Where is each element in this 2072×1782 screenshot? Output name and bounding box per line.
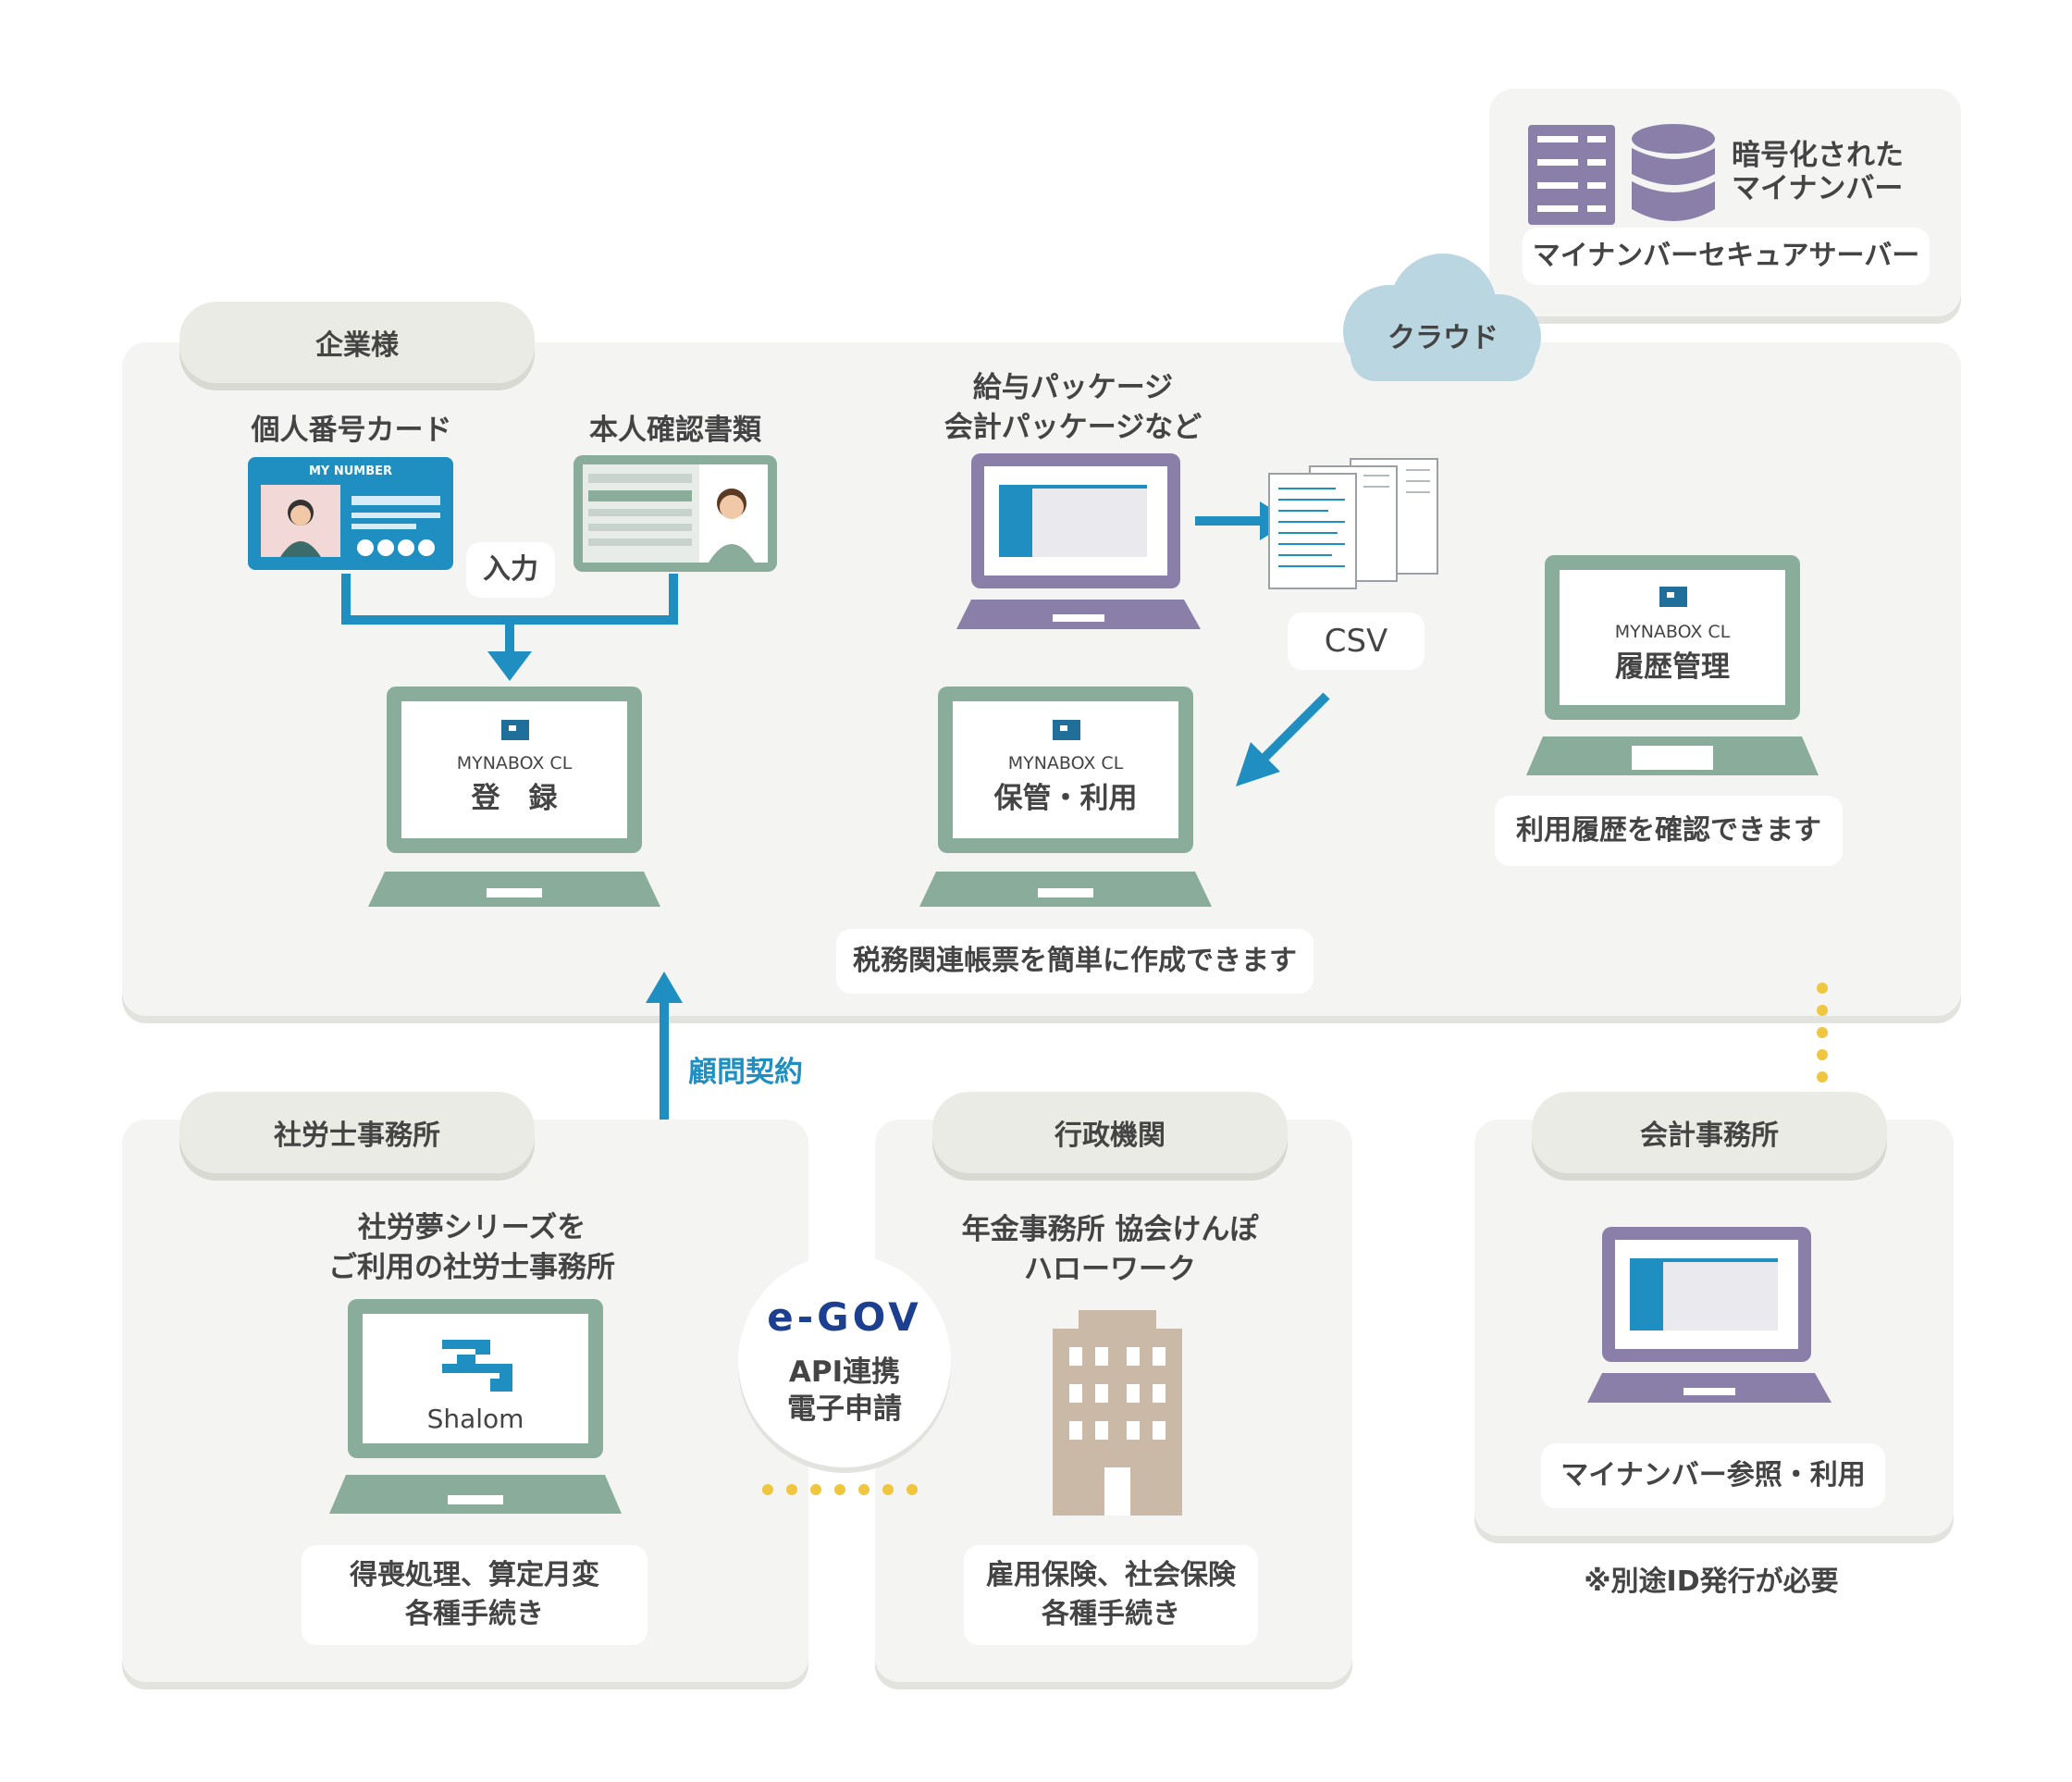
package-label-line2: 会計パッケージなど: [944, 411, 1202, 444]
package-laptop-icon: [956, 453, 1201, 629]
input-connector-arrow: [341, 574, 678, 681]
shalom-logo-text: Shalom: [426, 1404, 524, 1434]
encrypted-label-line1: 暗号化された: [1732, 139, 1904, 172]
encrypted-mynumber-label: 暗号化された マイナンバー: [1732, 139, 1917, 205]
package-label-line1: 給与パッケージ: [972, 371, 1174, 404]
accounting-laptop-icon: [1587, 1227, 1832, 1403]
sharoushi-desc: 社労夢シリーズを ご利用の社労士事務所: [268, 1208, 675, 1288]
history-title: 履歴管理: [1615, 650, 1730, 684]
input-label: 入力: [466, 542, 555, 598]
csv-label: CSV: [1288, 613, 1424, 670]
register-brand: MYNABOX CL: [456, 753, 573, 773]
id-docs-icon: [574, 455, 777, 572]
package-label: 給与パッケージ 会計パッケージなど: [925, 368, 1221, 448]
card-text: MY NUMBER: [309, 464, 392, 478]
cloud-icon: [1343, 254, 1541, 381]
mynumber-card-icon: MY NUMBER: [248, 457, 453, 570]
history-caption: 利用履歴を確認できます: [1495, 796, 1843, 866]
gov-caption-line2: 各種手続き: [1042, 1598, 1180, 1630]
contract-label: 顧問契約: [688, 1056, 803, 1089]
sharoushi-desc-line2: ご利用の社労士事務所: [328, 1251, 615, 1284]
shalom-logo-icon: [442, 1340, 512, 1392]
gov-desc: 年金事務所 協会けんぽ ハローワーク: [925, 1210, 1295, 1290]
encrypted-label-line2: マイナンバー: [1732, 172, 1904, 205]
csv-documents-icon: [1268, 458, 1438, 589]
gov-desc-line2: ハローワーク: [1024, 1253, 1196, 1286]
egov-dotted-connector: [762, 1484, 918, 1495]
egov-badge: [738, 1255, 951, 1467]
history-laptop-icon: [1526, 555, 1819, 775]
gov-caption: 雇用保険、社会保険 各種手続き: [964, 1545, 1258, 1645]
accounting-note: ※別途ID発行が必要: [1584, 1565, 1839, 1598]
register-laptop-icon: [368, 687, 660, 907]
sharoushi-caption-line2: 各種手続き: [405, 1598, 544, 1630]
gov-caption-line1: 雇用保険、社会保険: [986, 1559, 1236, 1591]
tax-caption: 税務関連帳票を簡単に作成できます: [836, 929, 1314, 994]
storage-title: 保管・利用: [993, 782, 1138, 815]
egov-line1: API連携: [788, 1355, 901, 1389]
government-building-icon: [1053, 1310, 1182, 1516]
egov-logo: e-GOV: [767, 1294, 922, 1340]
cloud-label: クラウド: [1388, 322, 1498, 354]
shalom-laptop-icon: [329, 1299, 622, 1514]
accounting-caption: マイナンバー参照・利用: [1541, 1443, 1885, 1508]
database-icon: [1632, 124, 1715, 221]
sharoushi-caption: 得喪処理、算定月変 各種手続き: [302, 1545, 648, 1645]
gov-desc-line1: 年金事務所 協会けんぽ: [961, 1213, 1259, 1246]
card-label: 個人番号カード: [251, 414, 452, 447]
gov-title: 行政機関: [932, 1092, 1288, 1173]
storage-brand: MYNABOX CL: [1007, 753, 1124, 773]
storage-laptop-icon: [919, 687, 1212, 907]
company-title: 企業様: [179, 302, 535, 383]
register-title: 登 録: [471, 782, 558, 815]
server-rack-icon: [1528, 125, 1615, 225]
sharoushi-desc-line1: 社労夢シリーズを: [357, 1211, 586, 1244]
accounting-title: 会計事務所: [1532, 1092, 1887, 1173]
id-docs-label: 本人確認書類: [589, 414, 761, 447]
sharoushi-title: 社労士事務所: [179, 1092, 535, 1173]
secure-server-name: マイナンバーセキュアサーバー: [1523, 228, 1930, 285]
import-arrow: [1236, 692, 1330, 786]
egov-line2: 電子申請: [787, 1392, 902, 1426]
sharoushi-caption-line1: 得喪処理、算定月変: [350, 1559, 599, 1591]
history-brand: MYNABOX CL: [1614, 622, 1731, 642]
